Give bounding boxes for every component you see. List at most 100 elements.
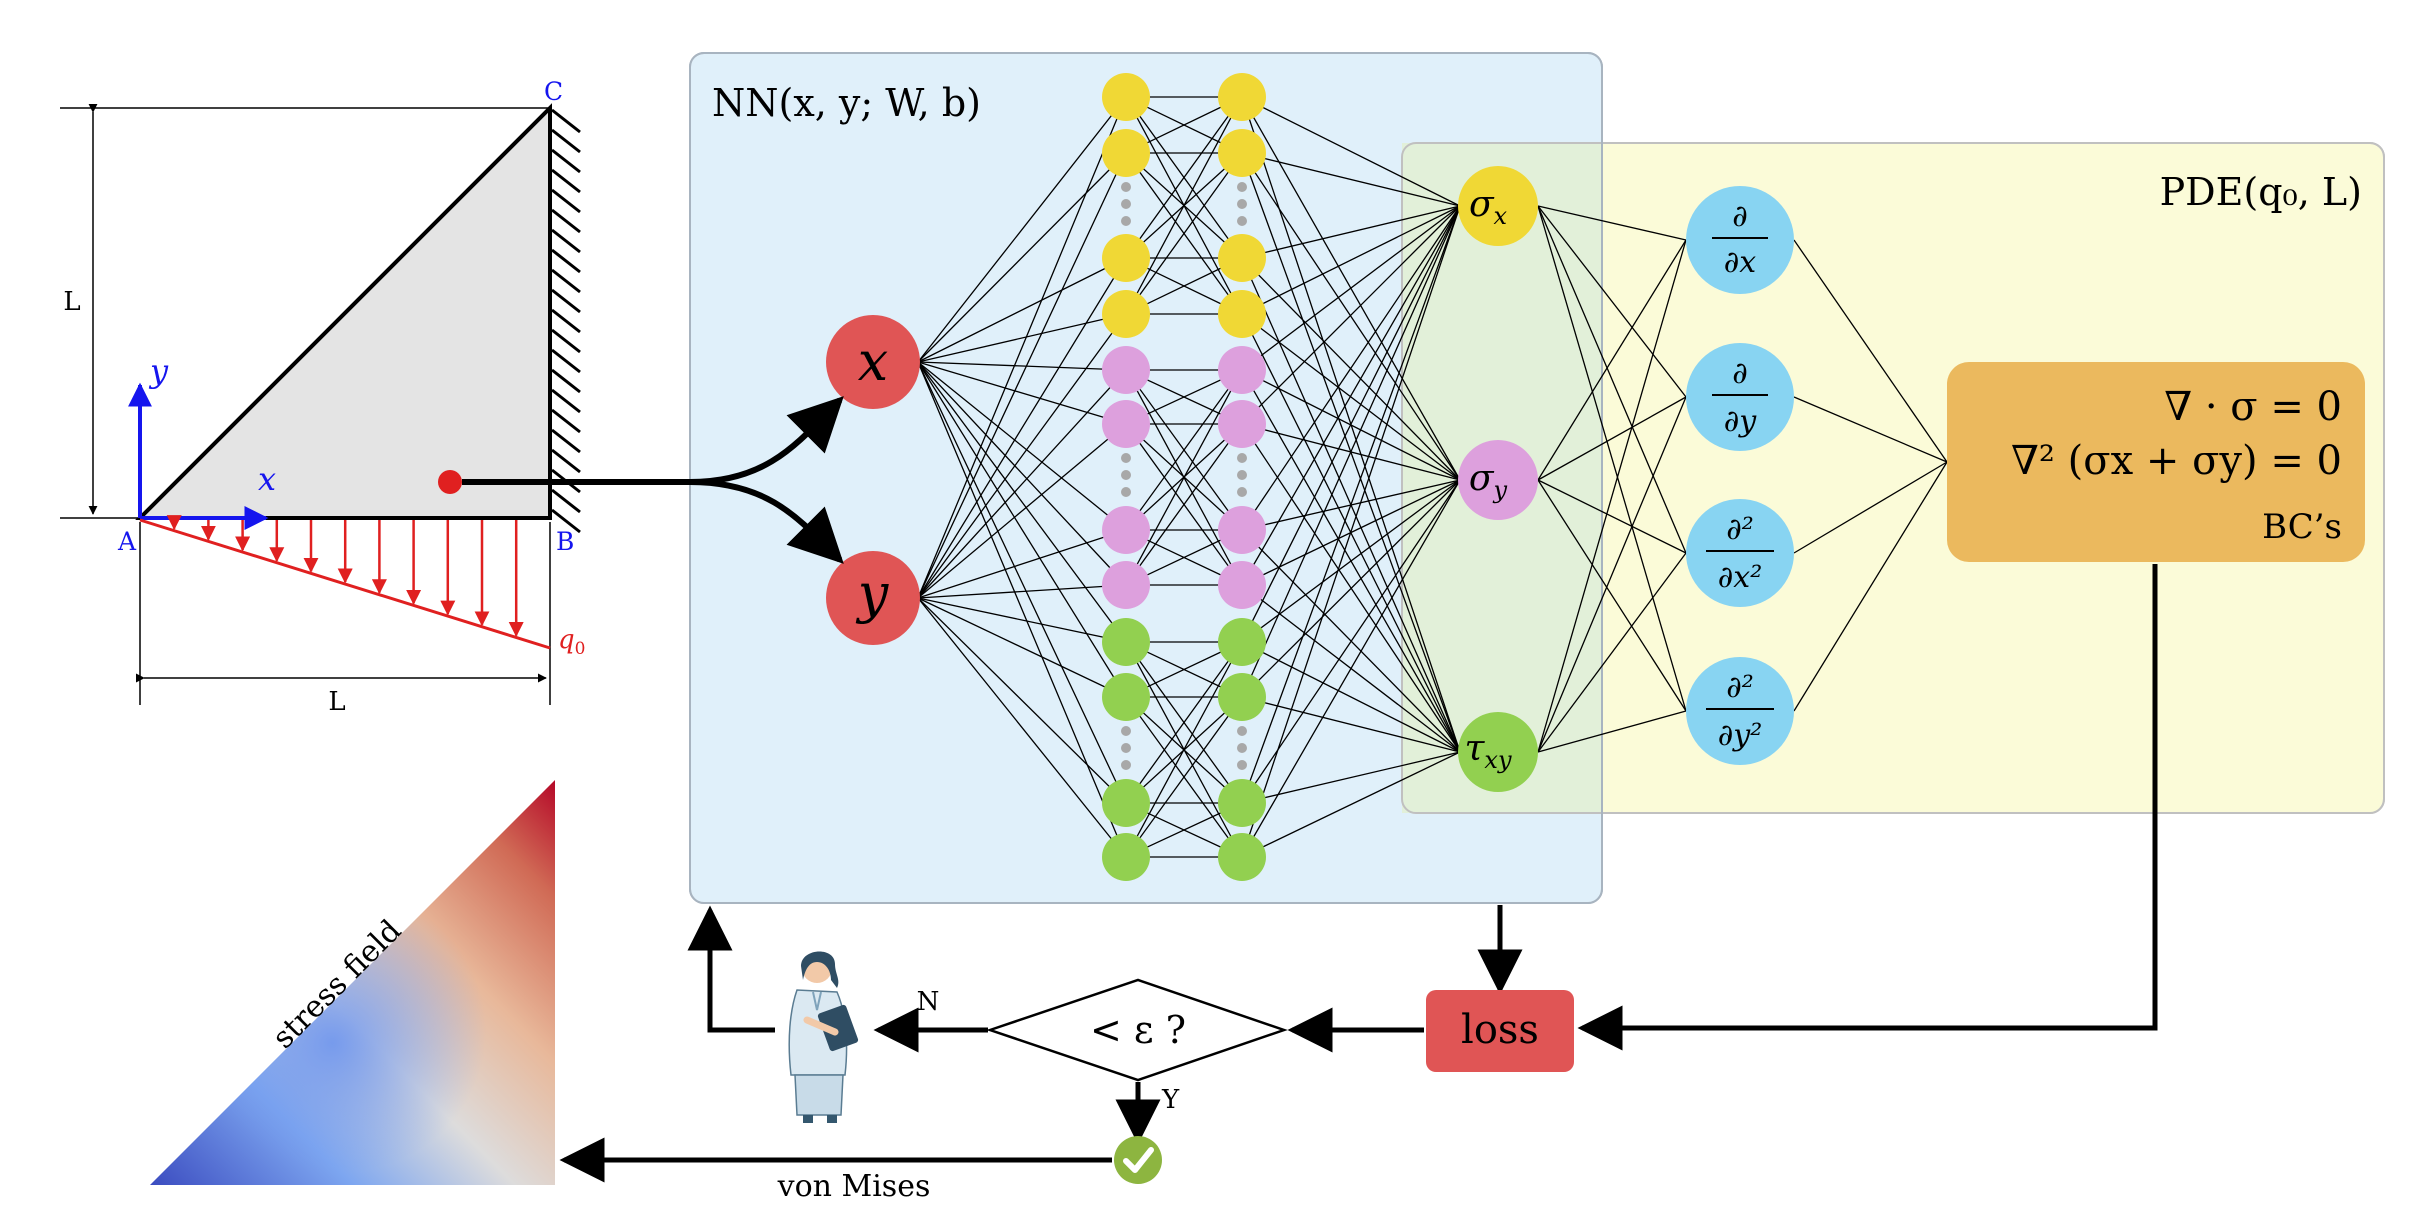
derivative-node-dx: ∂ ∂x — [1686, 186, 1794, 294]
hidden-neuron-green-l1-4 — [1102, 833, 1150, 881]
ellipsis-dot — [1237, 743, 1247, 753]
sample-point — [438, 470, 462, 494]
fixed-support-hatch — [551, 108, 581, 534]
ellipsis-dot — [1237, 760, 1247, 770]
hidden-neuron-yellow-l2-3 — [1218, 234, 1266, 282]
retrain-loop-arrow — [687, 905, 775, 1033]
svg-text:∂: ∂ — [1732, 356, 1748, 391]
pde-title: PDE(q₀, L) — [2160, 170, 2362, 214]
ellipsis-dot — [1121, 199, 1131, 209]
hidden-neuron-pink-l2-1 — [1218, 346, 1266, 394]
svg-text:∂²: ∂² — [1726, 670, 1754, 705]
ellipsis-dot — [1121, 470, 1131, 480]
loss-box: loss — [1426, 990, 1574, 1072]
pde-to-loss-arrow — [1577, 564, 2158, 1051]
hidden-neuron-green-l2-4 — [1218, 833, 1266, 881]
svg-text:∂x: ∂x — [1724, 245, 1757, 280]
equation-compatibility: ∇² (σx + σy) = 0 — [2011, 438, 2342, 484]
axis-y-label: y — [148, 352, 169, 390]
corner-c-label: C — [544, 77, 563, 106]
svg-text:loss: loss — [1461, 1007, 1539, 1053]
hidden-neuron-pink-l2-3 — [1218, 506, 1266, 554]
load-envelope — [139, 518, 551, 650]
derivative-node-dy: ∂ ∂y — [1686, 343, 1794, 451]
hidden-neuron-pink-l1-2 — [1102, 400, 1150, 448]
ellipsis-dot — [1121, 726, 1131, 736]
hidden-neuron-pink-l1-4 — [1102, 561, 1150, 609]
hidden-neuron-yellow-l1-4 — [1102, 290, 1150, 338]
beam-problem: L L A B C y x q0 — [60, 77, 585, 717]
stress-field-result: stress field — [150, 780, 555, 1185]
svg-text:∂x²: ∂x² — [1718, 560, 1762, 595]
height-label: L — [63, 287, 80, 317]
engineer-icon — [788, 951, 859, 1123]
hidden-neuron-pink-l2-4 — [1218, 561, 1266, 609]
hidden-neuron-yellow-l1-2 — [1102, 129, 1150, 177]
decision-diamond: < ε ? — [986, 978, 1288, 1082]
yes-branch-label: Y — [1161, 1085, 1180, 1115]
corner-a-label: A — [117, 527, 137, 556]
hidden-neuron-yellow-l1-1 — [1102, 73, 1150, 121]
ellipsis-dot — [1121, 487, 1131, 497]
svg-text:< ε ?: < ε ? — [1090, 1008, 1186, 1052]
no-branch-label: N — [917, 987, 940, 1017]
derivative-node-dxx: ∂² ∂x² — [1686, 499, 1794, 607]
hidden-neuron-yellow-l1-3 — [1102, 234, 1150, 282]
svg-text:σx: σx — [1469, 184, 1508, 230]
hidden-neuron-pink-l1-3 — [1102, 506, 1150, 554]
input-node-x: x — [826, 315, 920, 409]
ellipsis-dot — [1237, 182, 1247, 192]
check-icon — [1114, 1136, 1162, 1184]
equation-bcs: BC’s — [2262, 507, 2342, 547]
pde-region-outline — [1401, 142, 2385, 814]
output-node-sigma-x: σx — [1458, 166, 1538, 246]
ellipsis-dot — [1237, 726, 1247, 736]
svg-text:∂y²: ∂y² — [1718, 718, 1763, 753]
width-label: L — [328, 687, 345, 717]
ellipsis-dot — [1121, 182, 1131, 192]
input-split-arrow-y — [689, 479, 844, 564]
input-node-y: y — [826, 551, 920, 645]
hidden-neuron-yellow-l2-4 — [1218, 290, 1266, 338]
svg-text:∂: ∂ — [1732, 199, 1748, 234]
svg-text:∂y: ∂y — [1724, 404, 1758, 439]
hidden-neuron-yellow-l2-1 — [1218, 73, 1266, 121]
hidden-layers — [1102, 73, 1266, 881]
equation-divergence: ∇ · σ = 0 — [2164, 384, 2342, 430]
hidden-neuron-pink-l2-2 — [1218, 400, 1266, 448]
hidden-neuron-pink-l1-1 — [1102, 346, 1150, 394]
ellipsis-dot — [1237, 216, 1247, 226]
hidden-neuron-yellow-l2-2 — [1218, 129, 1266, 177]
network-connections — [917, 96, 1948, 858]
output-label: von Mises — [777, 1169, 931, 1204]
derivative-node-dyy: ∂² ∂y² — [1686, 657, 1794, 765]
nn-title: NN(x, y; W, b) — [712, 81, 981, 125]
load-label: q0 — [558, 625, 585, 659]
ellipsis-dot — [1237, 199, 1247, 209]
ellipsis-dot — [1121, 453, 1131, 463]
hidden-neuron-green-l2-1 — [1218, 618, 1266, 666]
ellipsis-dot — [1237, 470, 1247, 480]
hidden-neuron-green-l2-2 — [1218, 673, 1266, 721]
hidden-neuron-green-l1-3 — [1102, 779, 1150, 827]
beam-triangle — [135, 103, 552, 520]
svg-text:∂²: ∂² — [1726, 512, 1754, 547]
hidden-neuron-green-l1-2 — [1102, 673, 1150, 721]
output-node-tau-xy: τxy — [1458, 712, 1538, 792]
svg-text:τxy: τxy — [1464, 728, 1511, 774]
corner-b-label: B — [556, 527, 574, 556]
output-node-sigma-y: σy — [1458, 440, 1538, 520]
axis-x-label: x — [258, 460, 276, 498]
hidden-neuron-green-l1-1 — [1102, 618, 1150, 666]
distributed-load-arrows — [166, 515, 524, 637]
svg-text:y: y — [856, 562, 890, 625]
ellipsis-dot — [1121, 743, 1131, 753]
ellipsis-dot — [1237, 487, 1247, 497]
ellipsis-dot — [1121, 216, 1131, 226]
svg-text:σy: σy — [1469, 458, 1508, 504]
svg-text:x: x — [858, 330, 888, 393]
ellipsis-dot — [1237, 453, 1247, 463]
hidden-neuron-green-l2-3 — [1218, 779, 1266, 827]
stress-field-blue-region — [150, 780, 555, 1185]
